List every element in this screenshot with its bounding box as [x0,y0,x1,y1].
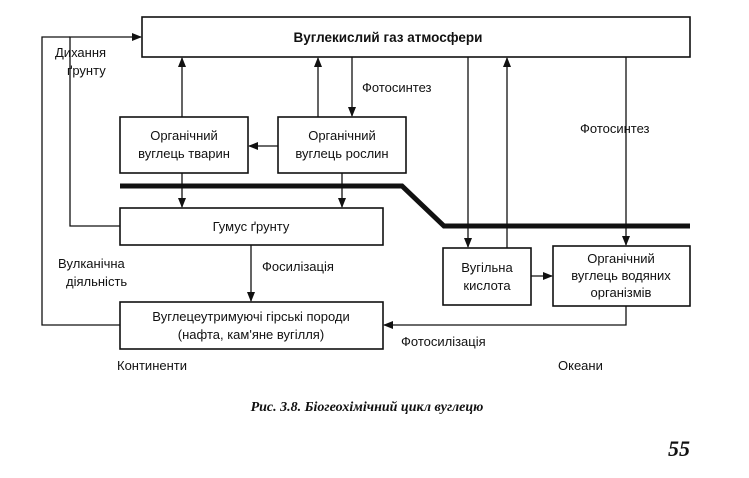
plant-carbon-label: вуглець рослин [295,146,388,161]
page-number: 55 [668,436,690,461]
animal-carbon-label: Органічний [150,128,218,143]
carbon-rocks-label: (нафта, кам'яне вугілля) [178,327,324,342]
photosynthesis-land-label: Фотосинтез [362,80,432,95]
fossilization-ocean-label: Фотосилізація [401,334,486,349]
arrow-aquatic-to-rocks [383,306,627,329]
animal-carbon-box [119,116,249,174]
continents-label: Континенти [117,358,187,373]
photosynthesis-ocean-label: Фотосинтез [580,121,650,136]
figure-caption: Рис. 3.8. Біогеохімічний цикл вуглецю [251,400,484,415]
carbon-rocks-box [119,301,384,350]
aquatic-carbon-label: вуглець водяних [571,268,671,283]
aquatic-carbon-box [552,245,691,307]
fossilization-land-label: Фосилізація [262,259,334,274]
carbon-rocks-label: Вуглецеутримуючі гірські породи [152,309,350,324]
soil-respiration-label: Дихання [55,45,106,60]
arrow-volcanic-activity [41,36,120,326]
volcanic-activity-label: Вулканічна [58,256,126,271]
plant-carbon-label: Органічний [308,128,376,143]
aquatic-carbon-label: Органічний [587,251,655,266]
soil-humus-box [119,207,384,246]
volcanic-activity-label: діяльність [66,274,127,289]
atmosphere-co2-label: Вуглекислий газ атмосфери [294,30,483,45]
animal-carbon-label: вуглець тварин [138,146,230,161]
carbonic-acid-box [442,247,532,306]
soil-humus-label: Гумус ґрунту [213,219,290,234]
plant-carbon-box [277,116,407,174]
land-ocean-boundary [120,183,690,229]
carbonic-acid-label: Вугільна [461,260,513,275]
atmosphere-co2-box [141,16,691,58]
oceans-label: Океани [558,358,603,373]
soil-respiration-label: ґрунту [67,63,106,78]
arrow-soil-respiration [69,33,142,227]
carbonic-acid-label: кислота [463,278,511,293]
aquatic-carbon-label: організмів [591,285,652,300]
